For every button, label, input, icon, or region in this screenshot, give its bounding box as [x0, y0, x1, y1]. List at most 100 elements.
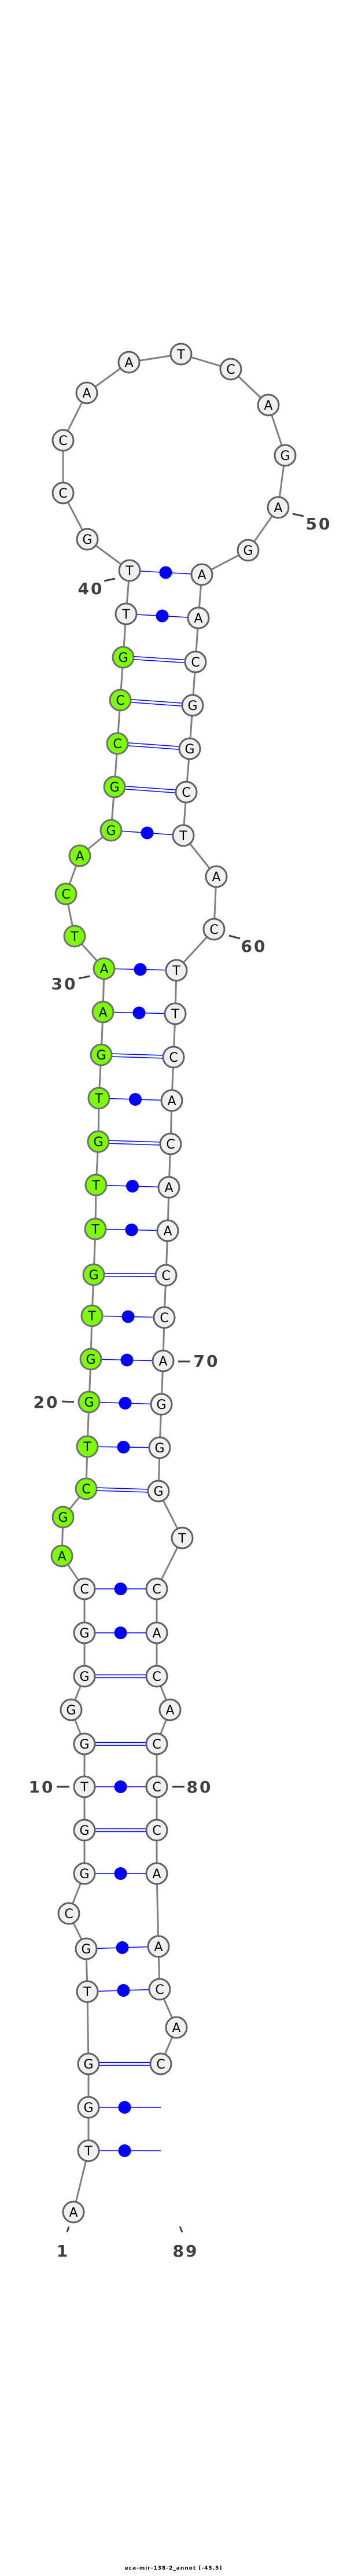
nucleotide-6: G	[75, 1937, 98, 1960]
wobble-pair-dot	[118, 2101, 131, 2114]
nucleotide-letter: T	[178, 1532, 186, 1546]
nucleotide-circle	[162, 1046, 185, 1069]
nucleotide-letter: A	[194, 612, 202, 626]
nucleotide-33: A	[68, 844, 91, 867]
nucleotide-letter: A	[197, 568, 206, 583]
base-pair-bond	[86, 1489, 158, 1493]
nucleotide-letter: C	[226, 363, 235, 377]
base-pair-bond	[98, 1142, 171, 1146]
nucleotide-circle	[145, 1862, 168, 1885]
nucleotide-15: C	[73, 1577, 96, 1600]
nucleotide-letter: A	[57, 1550, 66, 1564]
nucleotide-36: C	[106, 732, 129, 755]
wobble-pair-dot	[126, 1180, 139, 1193]
nucleotide-35: G	[103, 775, 126, 798]
nucleotide-47: C	[219, 358, 242, 381]
nucleotide-letter: T	[125, 564, 134, 579]
nucleotide-letter: G	[86, 1353, 95, 1367]
nucleotide-31: T	[63, 925, 86, 948]
nucleotide-8: G	[73, 1862, 96, 1885]
nucleotide-circle	[76, 528, 99, 551]
nucleotide-circle	[73, 1577, 96, 1600]
nucleotide-circle	[50, 1544, 73, 1567]
nucleotide-63: C	[162, 1046, 185, 1069]
base-pair-bond	[120, 701, 193, 708]
nucleotide-circle	[87, 1130, 110, 1153]
nucleotide-circle	[187, 606, 210, 630]
base-pair-bond	[115, 785, 187, 792]
nucleotide-letter: A	[167, 1094, 176, 1109]
nucleotide-letter: G	[66, 1703, 76, 1718]
nucleotide-circle	[115, 602, 138, 625]
nucleotide-12: G	[60, 1698, 83, 1721]
nucleotide-38: G	[112, 646, 135, 669]
nucleotide-69: C	[153, 1306, 176, 1329]
nucleotide-circle	[75, 381, 98, 404]
nucleotide-circle	[156, 1219, 179, 1242]
position-label-50: 50	[306, 514, 332, 533]
nucleotide-letter: A	[165, 1703, 174, 1718]
nucleotide-circle	[82, 1263, 105, 1286]
nucleotide-29: A	[91, 1000, 115, 1024]
nucleotide-circle	[73, 1621, 96, 1644]
nucleotide-letter: G	[79, 1867, 89, 1882]
nucleotide-letter: G	[96, 1048, 106, 1063]
nucleotide-circle	[190, 563, 213, 586]
nucleotide-letter: A	[212, 870, 220, 885]
wobble-pair-dot	[117, 1441, 130, 1453]
nucleotide-circle	[90, 1043, 113, 1066]
nucleotide-18: C	[75, 1477, 98, 1500]
nucleotide-letter: T	[83, 1440, 91, 1455]
nucleotide-letter: G	[106, 824, 116, 838]
nucleotide-letter: C	[80, 1583, 88, 1597]
nucleotide-49: G	[274, 444, 297, 467]
nucleotide-43: C	[51, 429, 75, 452]
nucleotide-2: T	[77, 2139, 100, 2162]
nucleotide-circle	[158, 1698, 182, 1721]
nucleotide-50: A	[267, 496, 290, 519]
nucleotide-circle	[147, 1935, 170, 1958]
nucleotide-letter: C	[113, 737, 121, 752]
nucleotide-circle	[106, 732, 129, 755]
position-label-80: 80	[187, 1778, 213, 1797]
nucleotide-19: T	[76, 1435, 99, 1458]
nucleotide-circle	[160, 1089, 183, 1112]
nucleotide-circle	[73, 1819, 96, 1842]
nucleotide-letter: T	[176, 348, 185, 362]
nucleotide-circle	[145, 1665, 168, 1688]
nucleotide-letter: T	[121, 608, 130, 622]
nucleotide-circle	[148, 1978, 171, 2001]
nucleotide-letter: T	[172, 964, 180, 978]
nucleotide-letter: T	[91, 1223, 99, 1237]
nucleotide-circle	[237, 539, 260, 562]
wobble-pair-dot	[119, 1397, 132, 1410]
nucleotide-66: A	[157, 1176, 180, 1199]
wobble-pair-dot	[117, 1984, 130, 1997]
position-label-70: 70	[194, 1352, 220, 1371]
nucleotide-61: T	[165, 959, 188, 982]
nucleotide-80: C	[145, 1775, 168, 1798]
nucleotide-42: C	[51, 481, 75, 505]
base-pair-bond	[93, 1275, 166, 1278]
nucleotide-letter: A	[274, 501, 282, 516]
nucleotide-letter: G	[187, 699, 197, 713]
nucleotide-letter: A	[75, 849, 84, 864]
nucleotide-letter: G	[79, 1670, 89, 1684]
nucleotide-32: C	[54, 882, 77, 906]
nucleotide-letter: A	[152, 1867, 161, 1882]
nucleotide-85: A	[165, 2016, 188, 2039]
nucleotide-4: G	[77, 2052, 100, 2075]
nucleotide-circle	[274, 444, 297, 467]
nucleotide-letter: A	[264, 399, 272, 413]
nucleotide-16: A	[50, 1544, 73, 1567]
base-pair-bond	[120, 698, 193, 705]
nucleotide-letter: C	[161, 1269, 170, 1283]
nucleotide-77: C	[145, 1665, 168, 1688]
base-pair-bond	[117, 741, 190, 748]
nucleotide-letter: G	[243, 544, 253, 558]
nucleotide-letter: A	[124, 356, 133, 370]
nucleotide-letter: C	[116, 694, 124, 708]
nucleotide-circle	[51, 429, 75, 452]
nucleotide-circle	[147, 1480, 170, 1503]
